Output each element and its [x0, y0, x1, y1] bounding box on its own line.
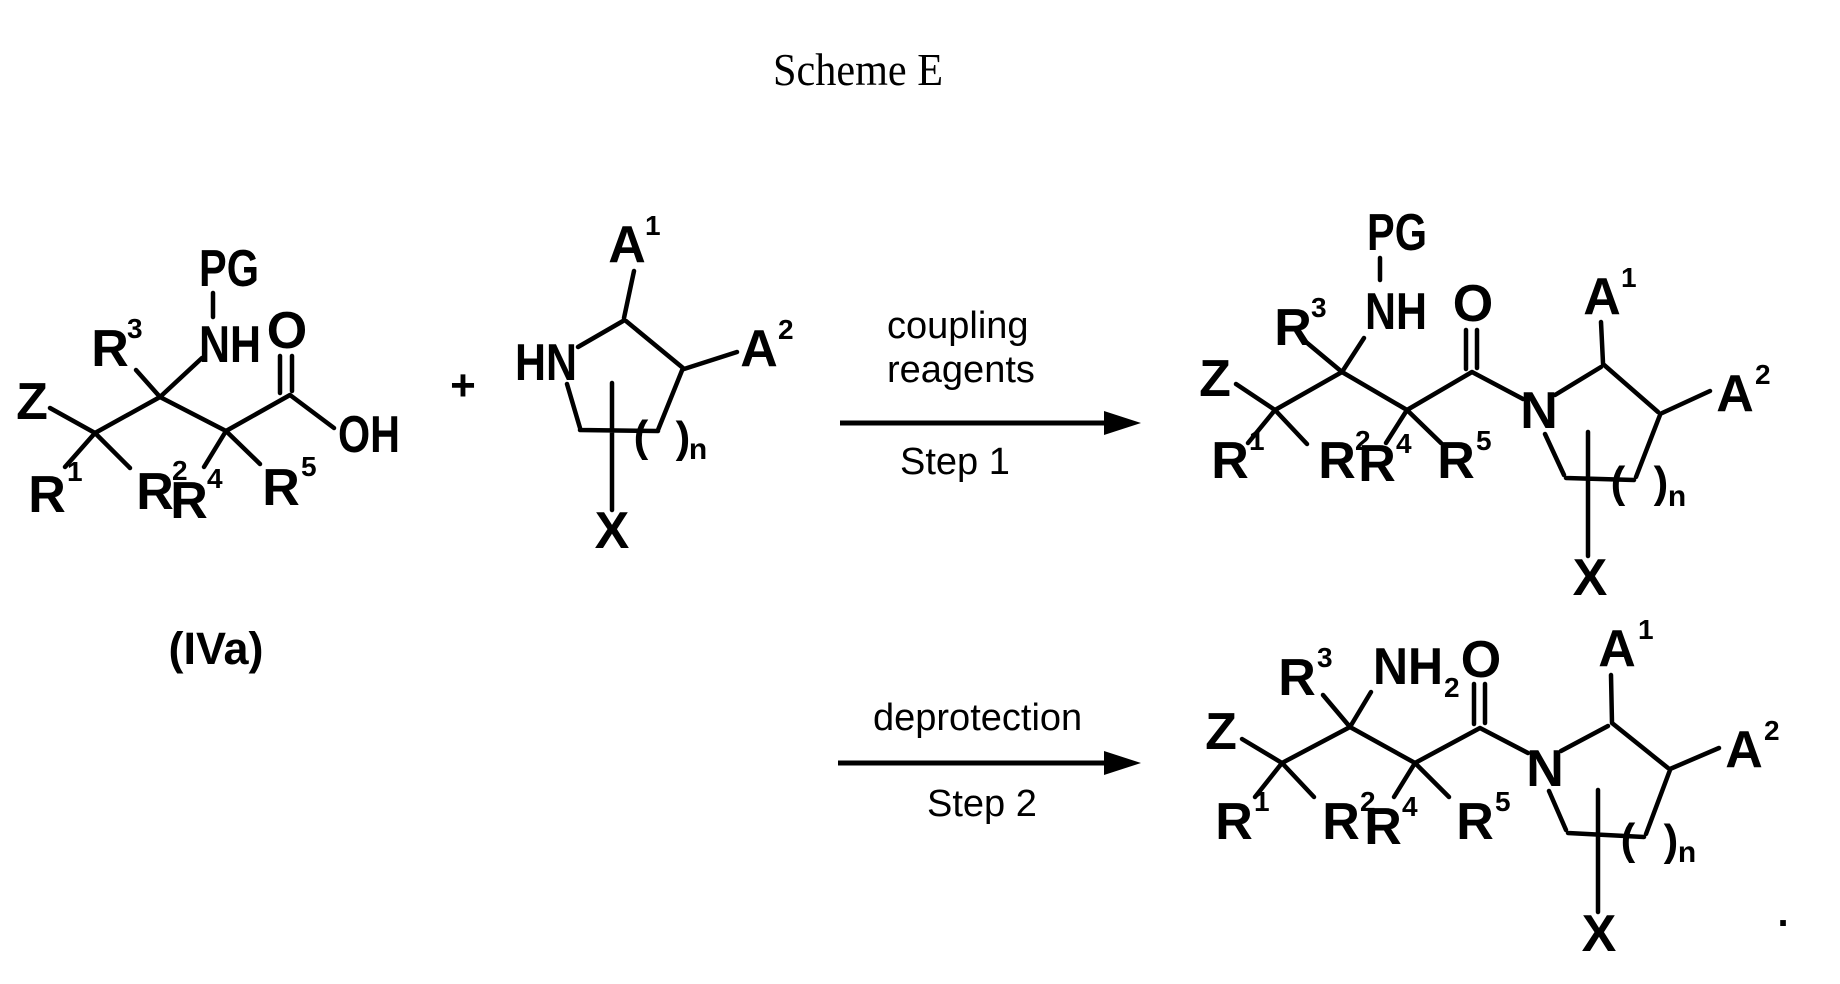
substituent-R1-sup: 1	[1249, 425, 1265, 456]
ring-size-paren-close: )	[1654, 458, 1669, 507]
ring-size-paren-open: (	[1611, 458, 1626, 507]
amide-carbonyl-double-bond	[1463, 327, 1480, 372]
atom-label-O: O	[1453, 275, 1493, 333]
substituent-R3: R	[1274, 299, 1312, 357]
atom-label-N: N	[1520, 382, 1558, 440]
substituent-R1: R	[1211, 432, 1249, 490]
substituent-A1-sup: 1	[1621, 262, 1637, 293]
step1-label: Step 1	[900, 441, 1010, 483]
substituent-R3: R	[1278, 649, 1316, 707]
substituent-R5-sup: 5	[1476, 425, 1492, 456]
acid-carbonyl-double-bond	[277, 353, 295, 396]
compound-tag-iva: (IVa)	[169, 623, 264, 674]
atom-label-PG: PG	[1367, 204, 1427, 262]
substituent-A1-sup: 1	[1638, 614, 1654, 645]
step2-label: Step 2	[927, 783, 1037, 825]
atom-label-Z: Z	[16, 373, 48, 431]
amide-bonds	[1233, 255, 1713, 559]
substituent-A1: A	[1598, 620, 1636, 678]
substituent-R2: R	[1322, 793, 1360, 851]
substituent-A2-sup: 2	[1764, 715, 1780, 746]
substituent-R5: R	[1437, 432, 1475, 490]
substituent-A1: A	[608, 216, 646, 274]
substituent-R4-sup: 4	[1402, 791, 1418, 822]
final-bonds	[1239, 672, 1722, 915]
plus-operator: +	[450, 361, 476, 410]
substituent-R3-sup: 3	[1317, 642, 1333, 673]
ring-size-n: n	[1668, 480, 1686, 513]
atom-label-N: N	[1526, 740, 1564, 798]
substituent-R2: R	[136, 463, 174, 521]
substituent-R4: R	[1358, 435, 1396, 493]
atom-label-HN: HN	[515, 334, 577, 392]
substituent-R3-sup: 3	[1311, 292, 1327, 323]
ring-size-n: n	[1678, 836, 1696, 869]
final-carbonyl-double-bond	[1471, 681, 1488, 727]
step1-reagents-line1: coupling	[887, 305, 1029, 347]
substituent-R3: R	[91, 320, 129, 378]
substituent-A2-sup: 2	[778, 314, 794, 345]
atom-label-OH: OH	[338, 406, 400, 464]
atom-label-PG: PG	[199, 240, 259, 298]
atom-label-O: O	[1461, 631, 1501, 689]
acid-bonds	[47, 290, 337, 471]
atom-label-NH2-sub: 2	[1444, 672, 1460, 703]
terminal-period: .	[1777, 891, 1788, 935]
substituent-R2: R	[1318, 432, 1356, 490]
substituent-R4: R	[1364, 798, 1402, 856]
atom-label-X: X	[1582, 905, 1617, 963]
ring-size-paren-close: )	[1664, 816, 1679, 865]
substituent-R1-sup: 1	[67, 456, 83, 487]
ring-size-paren-open: (	[1621, 815, 1636, 864]
substituent-R1-sup: 1	[1254, 786, 1270, 817]
compound-acid-iva: Z PG NH O OH R 3 R 1 R 2 R 4 R 5 (IVa)	[16, 240, 400, 674]
atom-label-Z: Z	[1205, 703, 1237, 761]
reaction-arrow-step2: deprotection Step 2	[838, 697, 1141, 825]
substituent-A1: A	[1583, 268, 1621, 326]
substituent-R2-sup: 2	[172, 455, 188, 486]
substituent-A2-sup: 2	[1755, 359, 1771, 390]
substituent-R5-sup: 5	[301, 451, 317, 482]
step1-reagents-line2: reagents	[887, 349, 1035, 391]
atom-label-X: X	[595, 502, 630, 560]
amine-bonds	[564, 268, 740, 513]
substituent-A2: A	[740, 320, 778, 378]
ring-size-paren-close: )	[676, 413, 691, 462]
compound-cyclic-amine: HN A 1 A 2 ( ) n X	[515, 210, 794, 560]
compound-final-product: Z NH 2 O N R 3 R 1 R 2 R 4 R 5 A 1 A 2 (…	[1205, 614, 1788, 963]
substituent-A2: A	[1716, 365, 1754, 423]
atom-label-NH: NH	[1365, 283, 1427, 341]
substituent-A2: A	[1725, 721, 1763, 779]
substituent-A1-sup: 1	[645, 210, 661, 241]
arrow1-head	[1104, 411, 1141, 435]
substituent-R4-sup: 4	[207, 463, 223, 494]
step2-reagents-line1: deprotection	[873, 697, 1082, 739]
ring-size-n: n	[689, 433, 707, 466]
atom-label-X: X	[1573, 549, 1608, 607]
atom-label-NH2: NH	[1373, 638, 1443, 696]
scheme-title: Scheme E	[773, 44, 943, 95]
reaction-arrow-step1: coupling reagents Step 1	[840, 305, 1141, 483]
substituent-R4-sup: 4	[1396, 428, 1412, 459]
arrow2-head	[1104, 751, 1141, 775]
ring-size-paren-open: (	[634, 412, 649, 461]
atom-label-Z: Z	[1199, 350, 1231, 408]
substituent-R1: R	[1215, 793, 1253, 851]
substituent-R5-sup: 5	[1495, 786, 1511, 817]
substituent-R3-sup: 3	[127, 313, 143, 344]
substituent-R5: R	[1456, 793, 1494, 851]
substituent-R1: R	[28, 466, 66, 524]
substituent-R2-sup: 2	[1360, 786, 1376, 817]
substituent-R2-sup: 2	[1355, 425, 1371, 456]
compound-amide-product: Z PG NH O N R 3 R 1 R 2 R 4 R 5 A 1 A 2 …	[1199, 204, 1770, 607]
atom-label-O: O	[267, 302, 307, 360]
atom-label-NH: NH	[199, 316, 261, 374]
substituent-R4: R	[170, 472, 208, 530]
substituent-R5: R	[262, 459, 300, 517]
